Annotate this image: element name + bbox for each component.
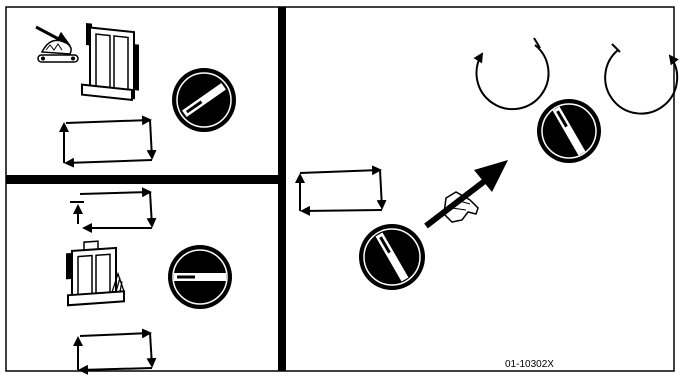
horizontal-divider [6,175,282,184]
vertical-divider [278,7,286,371]
rotary-knob-icon [168,245,232,309]
panel-top-left [35,23,236,168]
rectangular-cycle-arrows-icon [73,328,157,375]
rectangular-cycle-arrows-icon [295,165,387,216]
sweeper-machine-icon [66,240,125,307]
rectangular-cycle-arrows-icon [59,115,157,168]
sweeper-machine-icon [81,23,139,101]
figure-frame [5,6,675,372]
rectangular-cycle-arrows-icon [70,187,157,233]
rotary-knob-icon [537,99,601,163]
rotate-counterclockwise-icon [473,37,550,111]
rotate-clockwise-icon [604,43,679,115]
figure-reference-code: 01-10302X [505,359,554,370]
panel-right [295,37,679,290]
rotary-knob-icon [359,224,425,290]
rotary-knob-icon [172,68,236,132]
panel-bottom-left [66,187,232,375]
conveyor-pointer-icon [35,25,79,63]
direction-arrow-icon [424,160,508,229]
